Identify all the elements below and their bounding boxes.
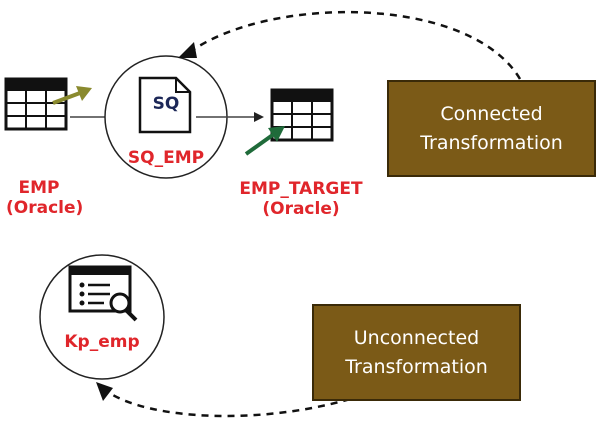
sq-emp-label: SQ_EMP <box>127 148 205 168</box>
unconnected-line1: Unconnected <box>353 326 480 349</box>
document-icon <box>138 76 192 134</box>
unconnected-dashed-connector <box>107 390 351 418</box>
connected-transformation-box: Connected Transformation <box>387 80 596 177</box>
connected-arrowhead <box>178 42 197 58</box>
unconnected-line2: Transformation <box>345 355 488 378</box>
emp-table-icon <box>4 77 68 131</box>
connected-line2: Transformation <box>420 131 563 154</box>
connected-line1: Connected <box>440 102 543 125</box>
emp-label: EMP (Oracle) <box>6 178 84 218</box>
emp-db: (Oracle) <box>6 198 84 218</box>
kp-emp-label: Kp_emp <box>64 332 140 352</box>
lookup-icon <box>68 265 138 322</box>
source-arrow <box>52 86 92 105</box>
unconnected-transformation-box: Unconnected Transformation <box>312 304 521 401</box>
target-arrow <box>244 126 285 156</box>
sq-badge: SQ <box>152 94 180 114</box>
emp-target-db: (Oracle) <box>262 199 340 219</box>
emp-target-label: EMP_TARGET (Oracle) <box>226 179 376 219</box>
emp-target-name: EMP_TARGET <box>239 179 363 199</box>
connected-dashed-connector <box>189 10 522 80</box>
unconnected-arrowhead <box>96 382 113 401</box>
emp-name: EMP <box>18 178 60 198</box>
